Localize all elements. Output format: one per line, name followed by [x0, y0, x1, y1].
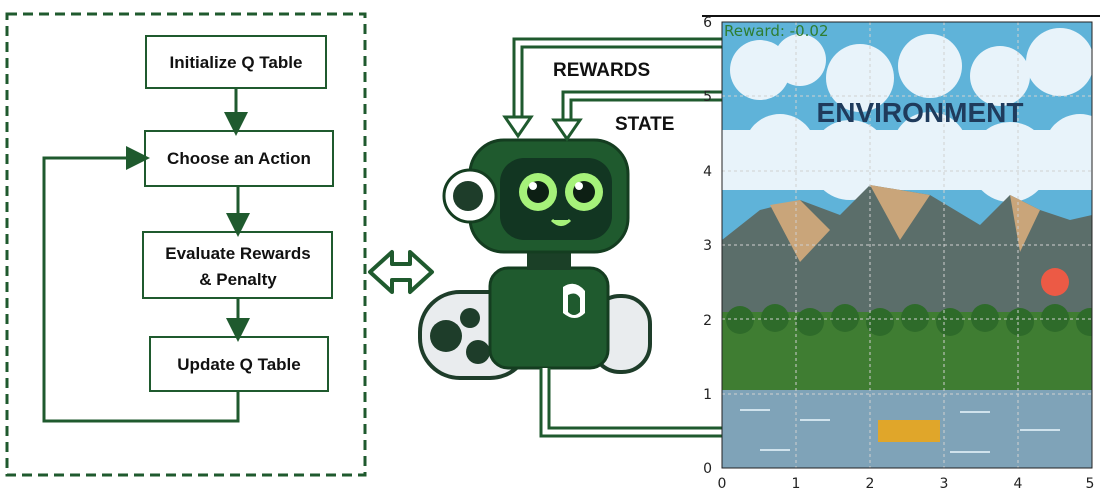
environment-plot: ENVIRONMENT Reward: -0.02 0 1 2 3 4 5 0 …: [702, 15, 1100, 492]
x-tick: 5: [1086, 476, 1095, 492]
state-label: STATE: [615, 114, 674, 135]
step-choose-label: Choose an Action: [167, 149, 311, 168]
y-tick: 2: [703, 313, 712, 329]
step-evaluate-rewards: Evaluate Rewards & Penalty: [142, 231, 333, 299]
platform: [878, 420, 940, 442]
reward-readout: Reward: -0.02: [724, 22, 829, 40]
y-tick: 4: [703, 164, 712, 180]
y-tick: 1: [703, 387, 712, 403]
step-choose-action: Choose an Action: [144, 130, 334, 187]
step-initialize-q-table: Initialize Q Table: [145, 35, 327, 89]
step-update-q-table: Update Q Table: [149, 336, 329, 392]
rewards-label: REWARDS: [553, 60, 650, 81]
flowchart-dashed-border: [5, 12, 367, 477]
step-initialize-label: Initialize Q Table: [170, 53, 303, 72]
sun: [1041, 268, 1069, 296]
arrow-loop-back: [42, 146, 240, 423]
step-evaluate-label-line1: Evaluate Rewards: [165, 244, 311, 263]
rewards-arrow: [512, 37, 722, 125]
double-arrow-icon: [368, 250, 434, 294]
robot-agent-icon: [418, 138, 652, 380]
y-tick: 3: [703, 238, 712, 254]
x-tick: 3: [940, 476, 949, 492]
plot-grid: [722, 22, 1092, 468]
environment-title: ENVIRONMENT: [817, 97, 1024, 128]
x-tick: 1: [792, 476, 801, 492]
step-evaluate-label-line2: & Penalty: [199, 270, 277, 289]
x-tick: 4: [1014, 476, 1023, 492]
y-tick: 0: [703, 461, 712, 477]
y-tick: 5: [703, 89, 712, 105]
x-tick: 0: [718, 476, 727, 492]
step-update-label: Update Q Table: [177, 355, 300, 374]
x-tick: 2: [866, 476, 875, 492]
state-arrow-head: [551, 118, 583, 142]
y-axis-ticks: 0 1 2 3 4 5 6: [703, 15, 712, 477]
rewards-arrow-head: [502, 115, 534, 139]
y-tick: 6: [703, 15, 712, 31]
x-axis-ticks: 0 1 2 3 4 5: [718, 476, 1095, 492]
